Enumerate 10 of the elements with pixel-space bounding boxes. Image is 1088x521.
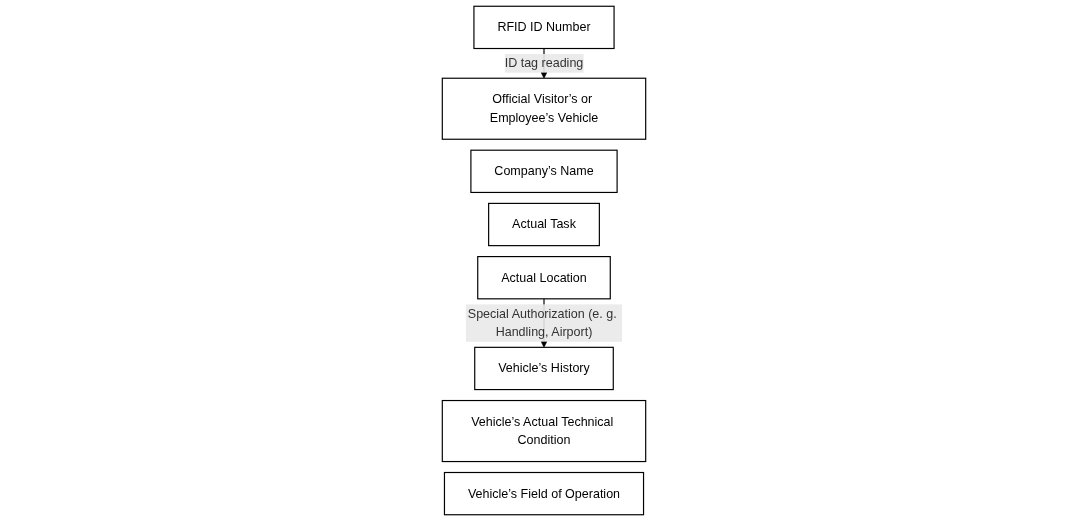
node-box: Actual Task	[488, 202, 600, 247]
node-box: Official Visitor’s or Employee’s Vehicle	[441, 77, 647, 140]
node-box: RFID ID Number	[473, 5, 615, 50]
node-box: Actual Location	[477, 256, 611, 300]
edge-label: Special Authorization (e. g. Handling, Airport)	[467, 306, 617, 339]
node-box: Vehicle’s History	[474, 346, 614, 391]
node-box: Vehicle’s Actual Technical Condition	[441, 399, 647, 463]
edge-label: ID tag reading	[504, 56, 584, 70]
node-box: Vehicle’s Field of Operation	[443, 471, 645, 516]
node-box: Company’s Name	[470, 149, 618, 194]
